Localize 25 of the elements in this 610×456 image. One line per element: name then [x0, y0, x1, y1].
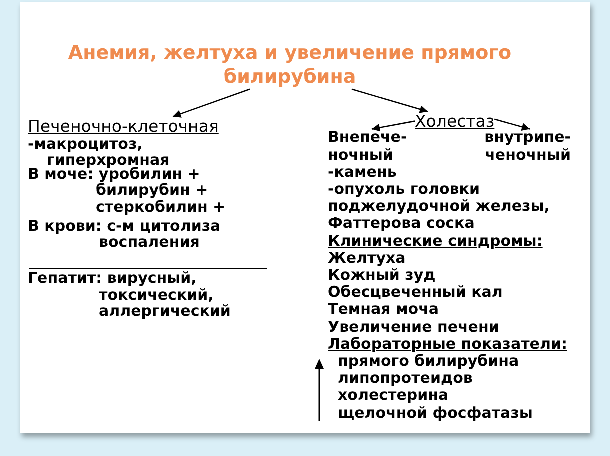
list-item: В крови: с-м цитолиза воспаления — [28, 218, 221, 251]
list-item: Желтуха — [328, 250, 406, 267]
list-item: липопротеидов — [338, 370, 473, 388]
section-heading: Клинические синдромы: — [328, 232, 543, 250]
list-item: щелочной фосфатазы — [338, 404, 533, 422]
list-item: холестерина — [338, 387, 449, 404]
arrow — [352, 88, 428, 114]
branch-heading: Печеночно-клеточная — [28, 116, 219, 136]
subtype-label: внутрипе- ченочный — [484, 129, 571, 164]
list-item: -камень — [328, 164, 397, 181]
list-item: Гепатит: вирусный, токсический, аллергический — [28, 270, 231, 320]
list-item: Кожный зуд — [328, 266, 436, 284]
section-heading: Лабораторные показатели: — [328, 336, 568, 353]
arrow — [494, 118, 530, 131]
subtype-label: Внепече- ночный — [328, 129, 408, 164]
arrow — [372, 120, 416, 132]
list-item: Обесцвеченный кал — [328, 284, 503, 302]
title-heading: Анемия, желтуха и увеличение прямого билирубина — [68, 41, 512, 90]
list-item: прямого билирубина — [338, 352, 520, 370]
arrow — [172, 88, 250, 118]
list-item: Темная моча — [328, 301, 439, 318]
list-item: -макроцитоз, гиперхромная — [28, 136, 170, 169]
list-item: Увеличение печени — [328, 318, 500, 336]
branch-heading: Холестаз — [415, 112, 495, 131]
list-item: -опухоль головки поджелудочной железы, Фаттерова соска — [328, 180, 550, 232]
